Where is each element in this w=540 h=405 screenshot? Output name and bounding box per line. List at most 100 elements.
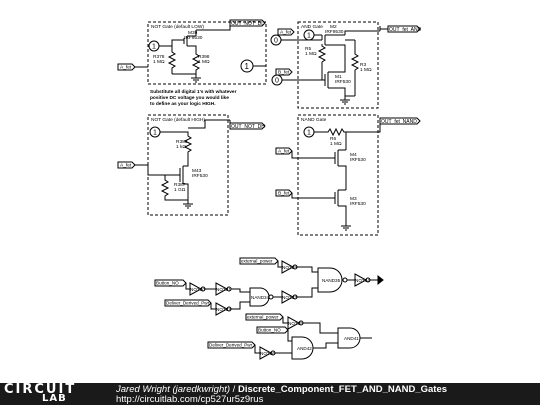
nand-title: NAND Gate xyxy=(301,117,327,123)
r388-val: 1 kΩ xyxy=(176,144,186,150)
button-no-2-label: Button_NO xyxy=(258,328,281,333)
not-high-out-label: OUT_NOT_DH xyxy=(231,124,265,130)
m1-part: IRF530 xyxy=(335,79,351,85)
footer-credit-line: Jared Wright (jaredkwright) / Discrete_C… xyxy=(116,384,447,395)
footer-bar: CIRCUIT LAB Jared Wright (jaredkwright) … xyxy=(0,382,540,405)
r388-ref: R388 xyxy=(176,139,188,145)
deliver-2-tag xyxy=(207,341,256,349)
not35-label: NOT35 xyxy=(288,321,303,326)
m2-ref: M2 xyxy=(330,24,337,30)
deliver-1-tag xyxy=(164,299,212,307)
r398-val: 1 MΩ xyxy=(198,59,210,65)
r6-ref: R6 xyxy=(330,136,336,142)
note-line-2: positive DC voltage you would like xyxy=(150,95,229,101)
and-b-label: B_fet xyxy=(278,70,290,76)
m43-ref: M43 xyxy=(192,168,202,174)
not-gate-default-high: NOT Gate (default HIGH) 1 R388 1 kΩ M43 … xyxy=(117,114,266,216)
r5-val: 1 MΩ xyxy=(305,51,317,57)
button-no-1-tag xyxy=(154,279,187,287)
r378-val: 1 MΩ xyxy=(153,59,165,65)
and41-label: AND41 xyxy=(344,336,359,341)
and-a-label: A_fet xyxy=(280,30,292,36)
logo-line-1: CIRCUIT xyxy=(4,382,77,397)
schematic-canvas: NOT Gate (default LOW) 1 M39 IRF9530 R37… xyxy=(117,19,422,360)
circuitlab-logo[interactable]: CIRCUIT LAB xyxy=(4,382,92,405)
and-one-text: 1 xyxy=(307,33,311,40)
not-low-title: NOT Gate (default LOW) xyxy=(151,24,204,30)
not-gate-default-low: NOT Gate (default LOW) 1 M39 IRF9530 R37… xyxy=(117,19,267,107)
ext-power-1-tag xyxy=(239,257,279,265)
not-low-in-tag xyxy=(117,63,136,71)
not-high-in-tag xyxy=(117,161,136,169)
not-high-out-tag xyxy=(229,120,266,130)
and42-label: AND42 xyxy=(297,346,312,351)
and-b-tag xyxy=(275,68,293,76)
m39-ref: M39 xyxy=(188,30,198,36)
and-out-label: OUT_fet_AND xyxy=(389,27,422,33)
button-no-2-tag xyxy=(256,326,289,334)
m3-part: IRF530 xyxy=(350,201,366,207)
not-high-in-label: A_fet xyxy=(120,163,132,169)
m3-ref: M3 xyxy=(350,196,357,202)
m2-part: IRF9530 xyxy=(325,29,344,35)
credit-separator: / xyxy=(230,384,238,395)
standalone-one-text: 1 xyxy=(245,62,250,71)
nand-b-tag xyxy=(275,189,293,197)
and-zero-a-text: 0 xyxy=(274,38,278,45)
not32-label: NOT32 xyxy=(216,307,231,312)
nand-out-label: OUT_fet_NAND xyxy=(381,119,417,125)
nand-box xyxy=(297,114,379,236)
r3-ref: R3 xyxy=(360,62,366,68)
nand-a-label: A_fet xyxy=(278,149,290,155)
and-zero-b-text: 0 xyxy=(275,78,279,85)
not36-label: NOT36 xyxy=(260,351,275,356)
not-low-out-tag xyxy=(229,19,266,29)
nand-b-label: B_fet xyxy=(278,191,290,197)
r387-ref: R387 xyxy=(174,182,186,188)
note-line-3: to define as your logic HIGH. xyxy=(150,101,216,107)
r3-val: 1 MΩ xyxy=(360,67,372,73)
logic-gate-diagram: external_power NOT29 Button_NO NOT30 NOT… xyxy=(154,257,384,360)
m1-ref: M1 xyxy=(335,74,342,80)
nand-a-tag xyxy=(275,147,293,155)
circuit-url[interactable]: http://circuitlab.com/cp527ur5z9rus xyxy=(116,394,264,405)
deliver-1-label: Deliver_Derived_Pwr xyxy=(166,301,210,306)
not-high-title: NOT Gate (default HIGH) xyxy=(151,117,205,123)
r398-ref: R398 xyxy=(198,54,210,60)
and-box xyxy=(297,21,379,109)
ext-power-2-label: external_power xyxy=(247,315,279,320)
not31-label: NOT31 xyxy=(216,287,231,292)
not34-label: NOT34 xyxy=(355,278,370,283)
r387-val: 1 GΩ xyxy=(174,187,186,193)
m43-part: IRF530 xyxy=(192,173,208,179)
and-gate-fet: AND Gate A_fet 0 B_fet 0 1 M2 IRF9530 R5… xyxy=(270,21,422,109)
deliver-2-label: Deliver_Derived_Pwr xyxy=(209,343,253,348)
ext-power-1-label: external_power xyxy=(241,259,273,264)
circuit-title[interactable]: Discrete_Component_FET_AND_NAND_Gates xyxy=(237,384,448,395)
ext-power-2-tag xyxy=(245,313,284,321)
not-high-one-text: 1 xyxy=(153,130,157,137)
m4-part: IRF530 xyxy=(350,157,366,163)
not-low-box xyxy=(147,21,267,85)
r6-val: 1 MΩ xyxy=(330,141,342,147)
nand-one-text: 1 xyxy=(307,130,311,137)
nand-out-tag xyxy=(379,117,421,125)
not30-label: NOT30 xyxy=(190,287,205,292)
not-low-one-text: 1 xyxy=(152,44,156,51)
nand35-label: NAND35 xyxy=(322,278,341,283)
and-a-tag xyxy=(277,28,295,36)
not33-label: NOT33 xyxy=(282,295,297,300)
author-name[interactable]: Jared Wright (jaredkwright) xyxy=(116,384,231,395)
m39-part: IRF9530 xyxy=(184,35,203,41)
not-low-in-label: A_fet xyxy=(120,65,132,71)
not-low-out-label: OUT_NOT_DL xyxy=(231,21,264,27)
note-line-1: Substitute all digital 1's with whatever xyxy=(150,89,237,95)
m4-ref: M4 xyxy=(350,152,357,158)
button-no-1-label: Button_NO xyxy=(156,281,179,286)
logo-line-2: LAB xyxy=(42,393,67,404)
not29-label: NOT29 xyxy=(282,265,297,270)
nand34-label: NAND34 xyxy=(251,295,270,300)
r378-ref: R378 xyxy=(153,54,165,60)
and-title: AND Gate xyxy=(301,24,323,30)
r5-ref: R5 xyxy=(305,46,311,52)
